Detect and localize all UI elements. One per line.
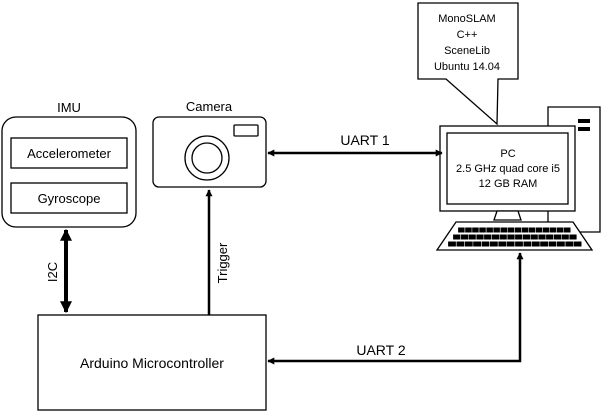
keyboard-key	[481, 241, 490, 247]
callout-line-3: SceneLib	[444, 45, 490, 57]
i2c-label: I2C	[45, 262, 60, 282]
keyboard-key	[456, 241, 465, 247]
uart2-link: UART 2	[267, 252, 524, 365]
pc-block: PC 2.5 GHz quad core i5 12 GB RAM	[435, 106, 601, 251]
computer-icon	[439, 106, 601, 233]
keyboard-key	[484, 234, 492, 240]
keyboard-key	[530, 234, 538, 240]
uart2-label: UART 2	[356, 342, 405, 358]
uart1-link: UART 1	[267, 132, 443, 157]
keyboard-key	[458, 227, 465, 233]
keyboard-key	[531, 241, 540, 247]
keyboard-key	[523, 241, 532, 247]
i2c-link: I2C	[45, 228, 72, 314]
keyboard-key	[472, 227, 479, 233]
imu-block: IMU Accelerometer Gyroscope	[1, 100, 137, 228]
keyboard-key	[515, 234, 523, 240]
keyboard-key	[500, 227, 507, 233]
keyboard-key	[460, 234, 469, 240]
keyboard-icon	[435, 221, 594, 251]
keyboard-key	[569, 234, 577, 240]
keyboard-key	[486, 227, 493, 233]
keyboard-key	[553, 234, 562, 240]
trigger-label: Trigger	[215, 242, 230, 283]
keyboard-key	[542, 227, 550, 233]
keyboard-key	[548, 241, 557, 247]
callout-line-1: MonoSLAM	[438, 13, 495, 25]
camera-icon	[152, 116, 267, 188]
camera-block: Camera	[152, 99, 267, 188]
keyboard-key	[464, 241, 473, 247]
keyboard-key	[515, 241, 523, 247]
trigger-link: Trigger	[205, 189, 230, 315]
pc-line-1: PC	[500, 148, 515, 160]
gyroscope-label: Gyroscope	[38, 191, 101, 206]
imu-title: IMU	[57, 100, 81, 115]
keyboard-key	[490, 241, 498, 247]
camera-title: Camera	[186, 99, 233, 114]
keyboard-key	[491, 234, 500, 240]
keyboard-key	[493, 227, 500, 233]
keyboard-key	[564, 227, 571, 233]
keyboard-key	[507, 227, 514, 233]
keyboard-key	[549, 227, 557, 233]
callout-line-2: C++	[457, 29, 478, 41]
keyboard-key	[565, 241, 574, 247]
keyboard-key	[479, 227, 486, 233]
keyboard-key	[557, 241, 565, 247]
pc-line-2: 2.5 GHz quad core i5	[456, 163, 560, 175]
keyboard-key	[522, 234, 531, 240]
keyboard-key	[468, 234, 476, 240]
arduino-box	[37, 314, 267, 411]
keyboard-key	[507, 234, 515, 240]
keyboard-key	[448, 241, 456, 247]
accelerometer-label: Accelerometer	[27, 146, 111, 161]
gyroscope-box	[10, 182, 128, 214]
keyboard-key	[506, 241, 515, 247]
keyboard-key	[528, 227, 536, 233]
keyboard-key	[465, 227, 472, 233]
keyboard-key	[546, 234, 554, 240]
pc-line-3: 12 GB RAM	[479, 178, 538, 190]
callout-line-4: Ubuntu 14.04	[434, 61, 500, 73]
keyboard-key	[498, 241, 507, 247]
keyboard-key	[540, 241, 549, 247]
keyboard-key	[514, 227, 522, 233]
keyboard-key	[453, 234, 461, 240]
arduino-label: Arduino Microcontroller	[80, 355, 224, 371]
uart1-label: UART 1	[340, 132, 389, 148]
arduino-block: Arduino Microcontroller	[37, 314, 267, 411]
keyboard-key	[561, 234, 569, 240]
keyboard-key	[573, 241, 582, 247]
software-callout: MonoSLAM C++ SceneLib Ubuntu 14.04	[417, 2, 519, 126]
keyboard-key	[499, 234, 507, 240]
keyboard-key	[557, 227, 564, 233]
accelerometer-box	[10, 137, 128, 169]
keyboard-key	[476, 234, 484, 240]
keyboard-key	[538, 234, 546, 240]
keyboard-key	[535, 227, 543, 233]
keyboard-key	[521, 227, 529, 233]
keyboard-key	[473, 241, 482, 247]
